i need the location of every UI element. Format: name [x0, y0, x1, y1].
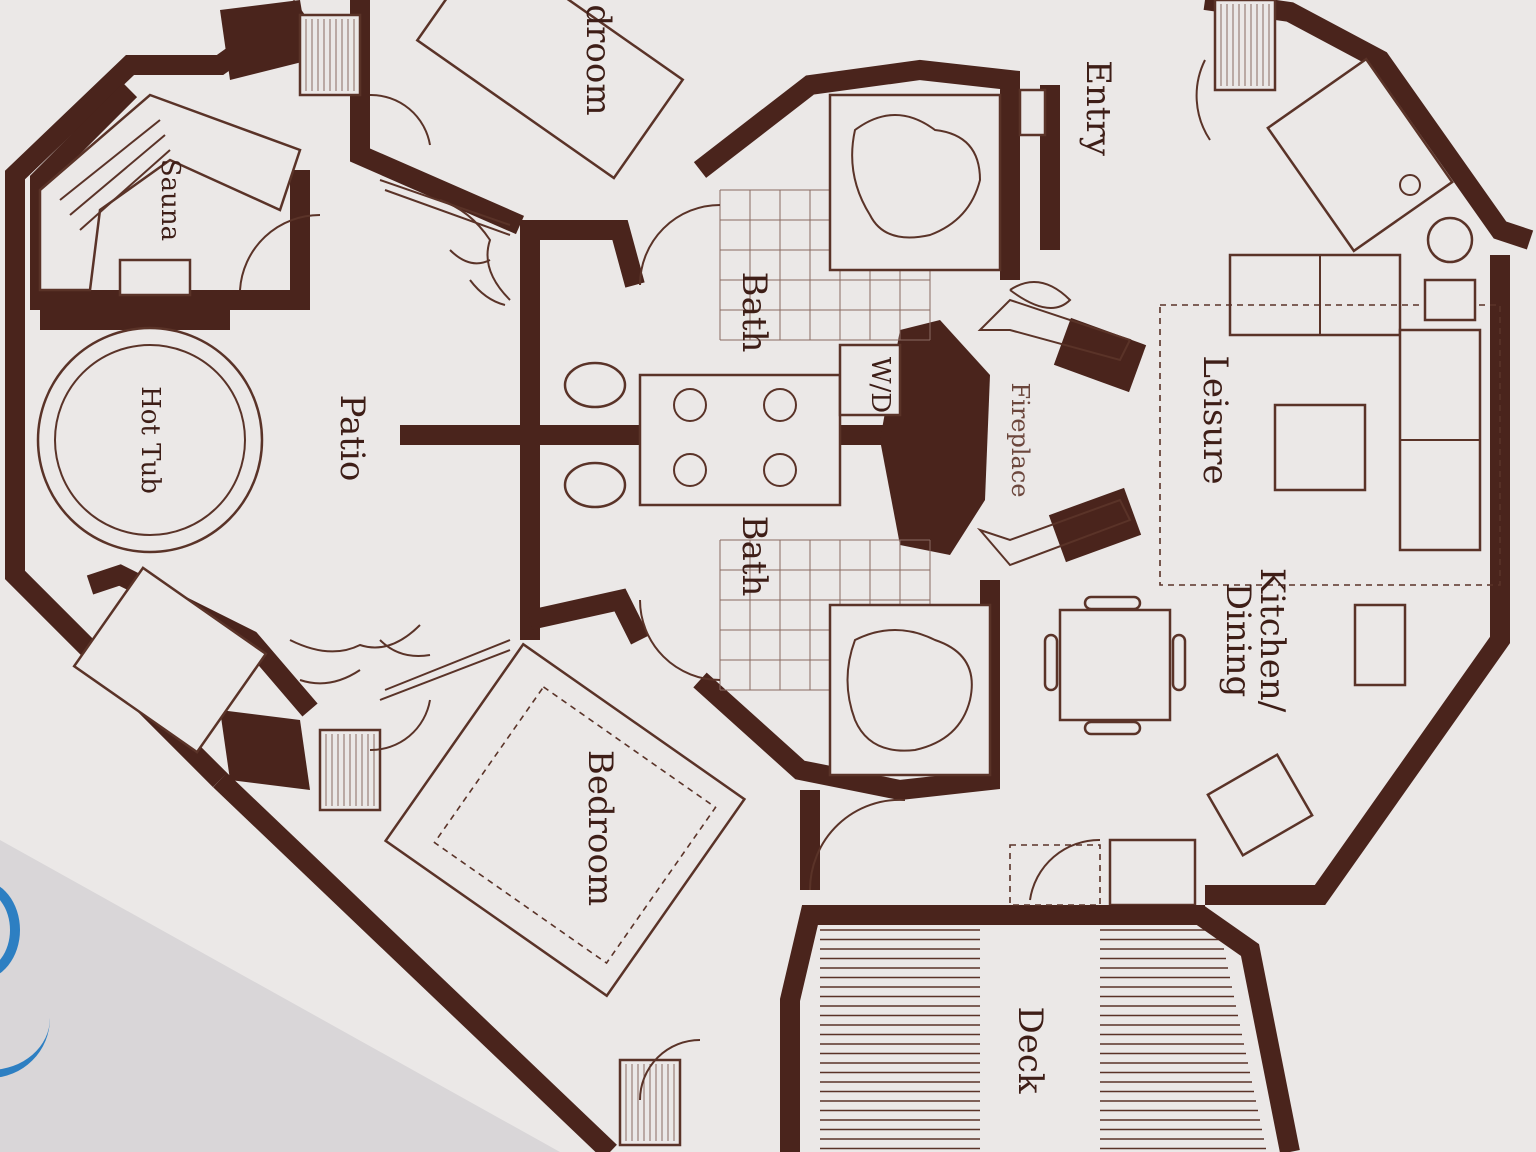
room-label-sauna: Sauna	[155, 158, 185, 242]
door-swings	[239, 59, 1211, 1101]
sauna-benches	[38, 93, 302, 297]
sliding-doors	[379, 179, 511, 701]
kitchen-counters	[1009, 57, 1477, 907]
deck-boards	[820, 929, 1266, 1150]
room-label-fireplace: Fireplace	[1006, 382, 1034, 498]
beds	[383, 0, 747, 998]
room-label-entry: Entry	[1078, 60, 1118, 156]
leisure-furniture	[1159, 253, 1501, 586]
patio-pavers	[289, 199, 511, 685]
room-label-hot-tub: Hot Tub	[135, 386, 165, 494]
room-label-wd: W/D	[865, 356, 895, 414]
room-label-leisure: Leisure	[1195, 355, 1235, 485]
vanity-counter	[563, 343, 902, 509]
room-label-bath-lower: Bath	[734, 515, 774, 597]
room-label-kitchen-dining: Kitchen/ Dining	[1218, 567, 1292, 713]
room-label-bath-upper: Bath	[734, 271, 774, 353]
room-label-deck: Deck	[1010, 1006, 1050, 1094]
room-label-bedroom-top: droom	[578, 4, 618, 116]
room-label-patio: Patio	[332, 394, 372, 482]
patio-storage	[72, 566, 268, 754]
room-label-bedroom-bottom: Bedroom	[580, 749, 620, 907]
closet-shelves	[298, 0, 1277, 1147]
dining-set	[1043, 595, 1187, 736]
hot-tub	[36, 326, 264, 554]
hearth-stones	[976, 281, 1132, 567]
garden-tubs	[828, 93, 1002, 777]
